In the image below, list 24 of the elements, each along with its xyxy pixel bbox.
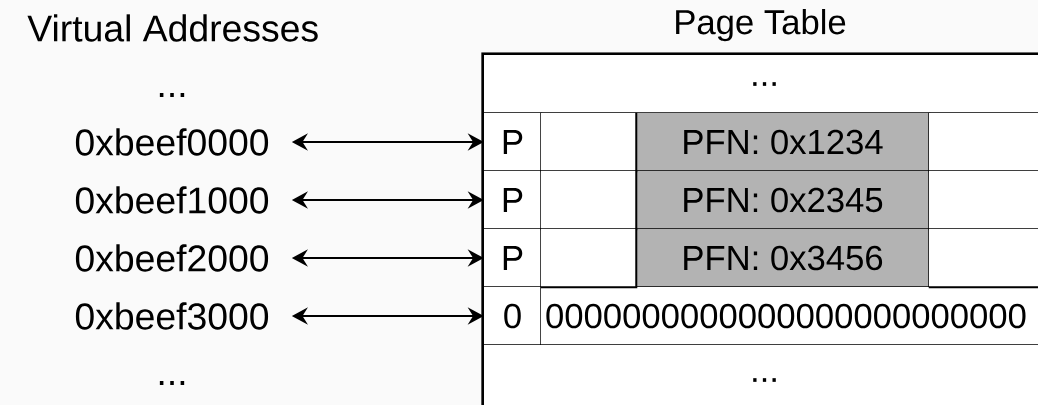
table-cell: PFN: 0x2345 [634, 169, 931, 231]
address-label: 0xbeef2000 [75, 244, 269, 272]
node-label: PFN: 0x2345 [684, 187, 883, 213]
node-label: P [503, 246, 523, 270]
table-cell: P [482, 169, 543, 231]
node-label: 0000000000000000000000000 [546, 303, 1026, 329]
ellipsis-label: ... [159, 381, 185, 385]
node-label: 0 [504, 303, 521, 329]
table-cell: 0 [482, 285, 543, 347]
table-cell: PFN: 0x1234 [634, 111, 931, 173]
table-cell: PFN: 0x3456 [634, 227, 931, 289]
table-cell: P [482, 227, 543, 289]
node-label: ... [753, 378, 776, 382]
ellipsis-label: ... [159, 93, 185, 97]
node-label: P [503, 130, 523, 154]
address-label: 0xbeef0000 [75, 128, 269, 156]
node-label: PFN: 0x3456 [684, 245, 883, 271]
node-label: P [503, 188, 523, 212]
address-label: 0xbeef1000 [75, 186, 269, 214]
node-label: PFN: 0x1234 [684, 129, 883, 155]
table-title: Page Table [676, 9, 846, 42]
address-label: 0xbeef3000 [75, 302, 269, 330]
table-cell: P [482, 111, 543, 173]
column-title: Virtual Addresses [27, 14, 318, 42]
